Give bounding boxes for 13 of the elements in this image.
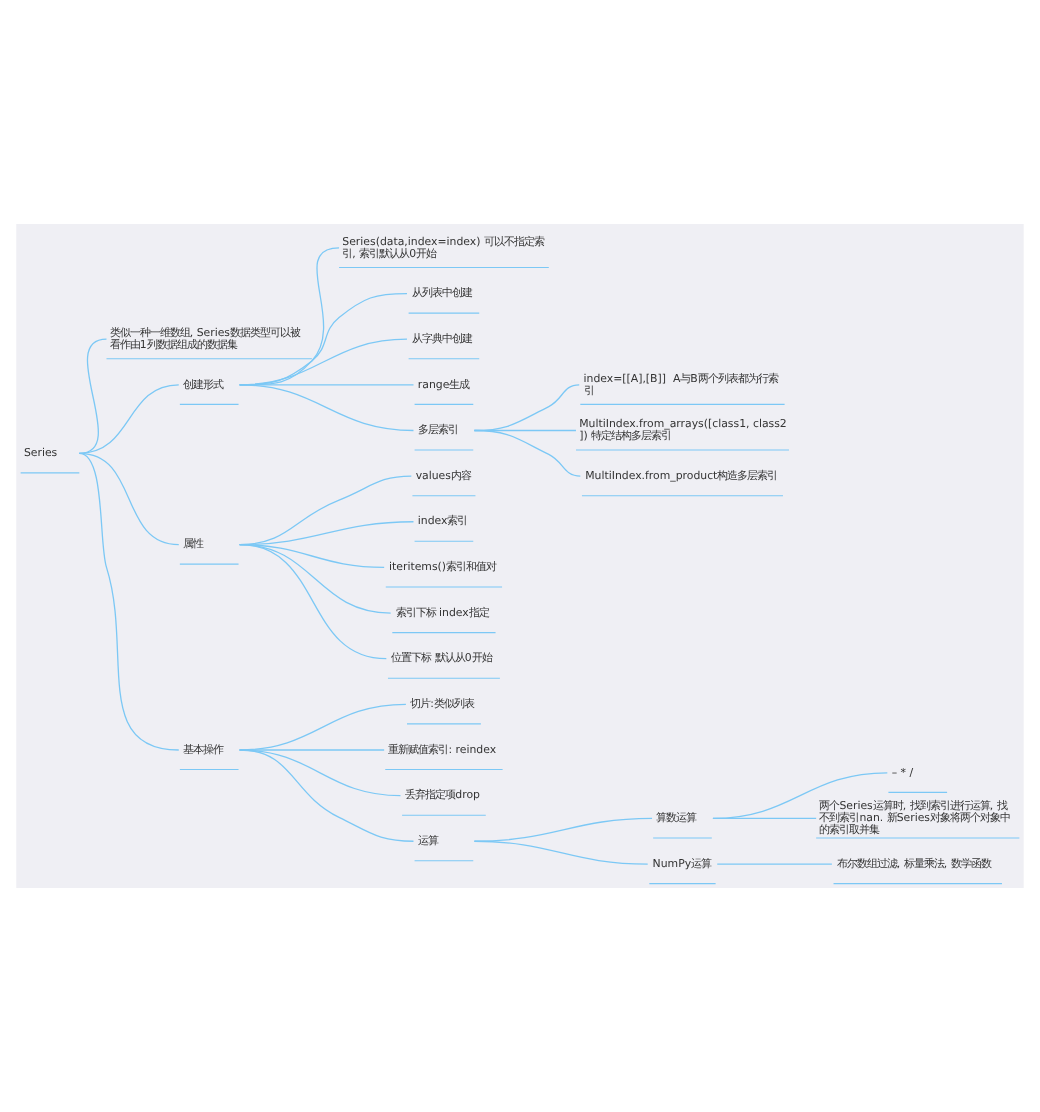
connector <box>238 384 415 432</box>
connector <box>473 840 649 865</box>
connector <box>78 452 180 546</box>
connector <box>238 543 387 660</box>
connector <box>716 863 833 865</box>
connector <box>473 817 653 842</box>
connector <box>238 749 402 797</box>
connector <box>238 749 415 842</box>
connector <box>78 384 180 454</box>
connector <box>78 452 180 751</box>
connector <box>712 817 817 820</box>
connector <box>712 772 888 820</box>
connector <box>473 429 581 477</box>
